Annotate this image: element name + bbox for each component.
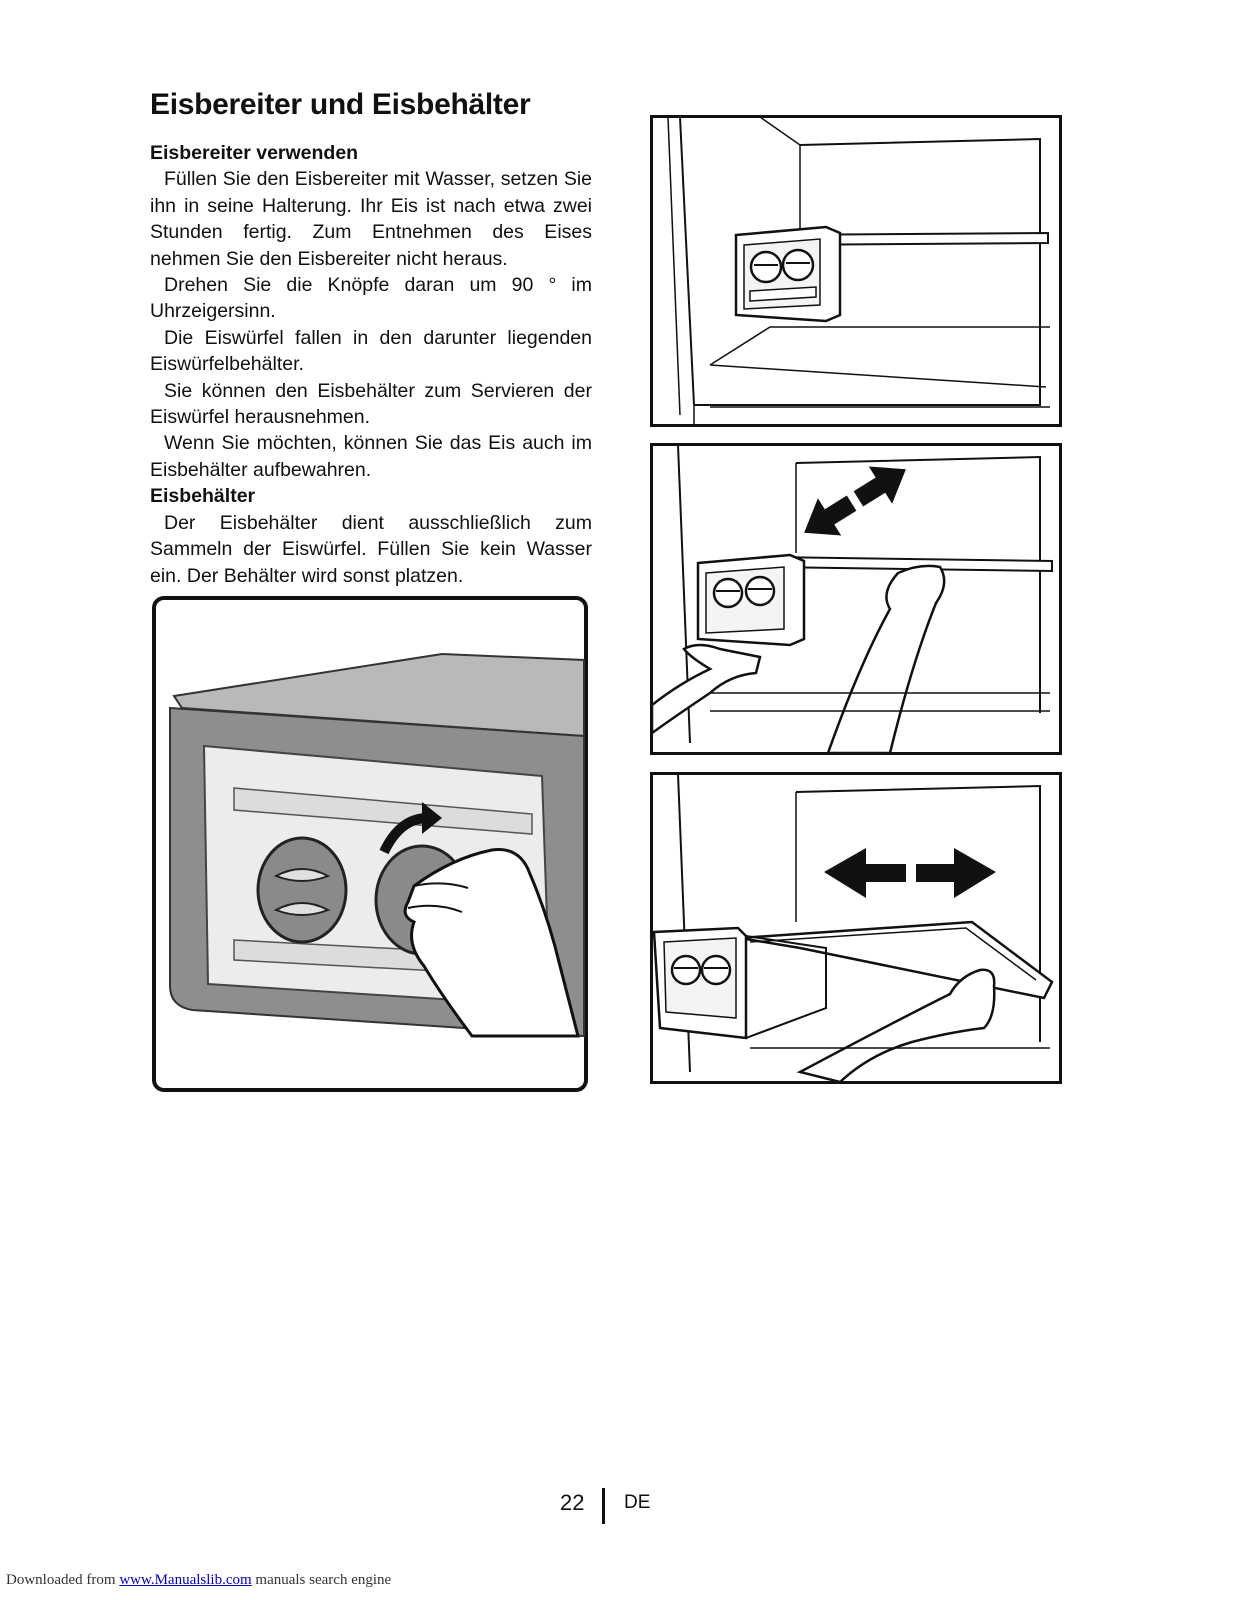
download-suffix: manuals search engine	[251, 1572, 392, 1588]
manualslib-link[interactable]: www.Manualslib.com	[119, 1572, 252, 1588]
download-prefix: Downloaded from	[6, 1572, 120, 1588]
page-title: Eisbereiter und Eisbehälter	[150, 88, 531, 121]
illustration-knob-turning	[152, 596, 588, 1092]
footer-divider	[602, 1488, 605, 1524]
section-heading-eisbehaelter: Eisbehälter	[150, 485, 256, 508]
paragraph: Drehen Sie die Knöpfe daran um 90 ° im U…	[150, 274, 592, 323]
illustration-icebin-removal	[650, 772, 1062, 1084]
paragraph: Füllen Sie den Eisbereiter mit Wasser, s…	[150, 168, 592, 270]
illustration-icemaker-removal	[650, 443, 1062, 755]
page-number: 22	[560, 1490, 585, 1515]
illustration-icemaker-installed	[650, 115, 1062, 427]
paragraph: Sie können den Eisbehälter zum Servieren…	[150, 379, 592, 429]
download-notice: Downloaded from www.Manualslib.com manua…	[6, 1572, 391, 1589]
paragraph: Wenn Sie möchten, können Sie das Eis auc…	[150, 432, 592, 481]
paragraph: Die Eiswürfel fallen in den darunter lie…	[150, 326, 592, 376]
language-code: DE	[624, 1492, 651, 1513]
section-heading-eisbereiter: Eisbereiter verwenden	[150, 142, 359, 164]
text-column: Eisbereiter verwenden Füllen Sie den Eis…	[150, 140, 592, 589]
paragraph: Der Eisbehälter dient ausschließlich zum…	[150, 511, 592, 587]
